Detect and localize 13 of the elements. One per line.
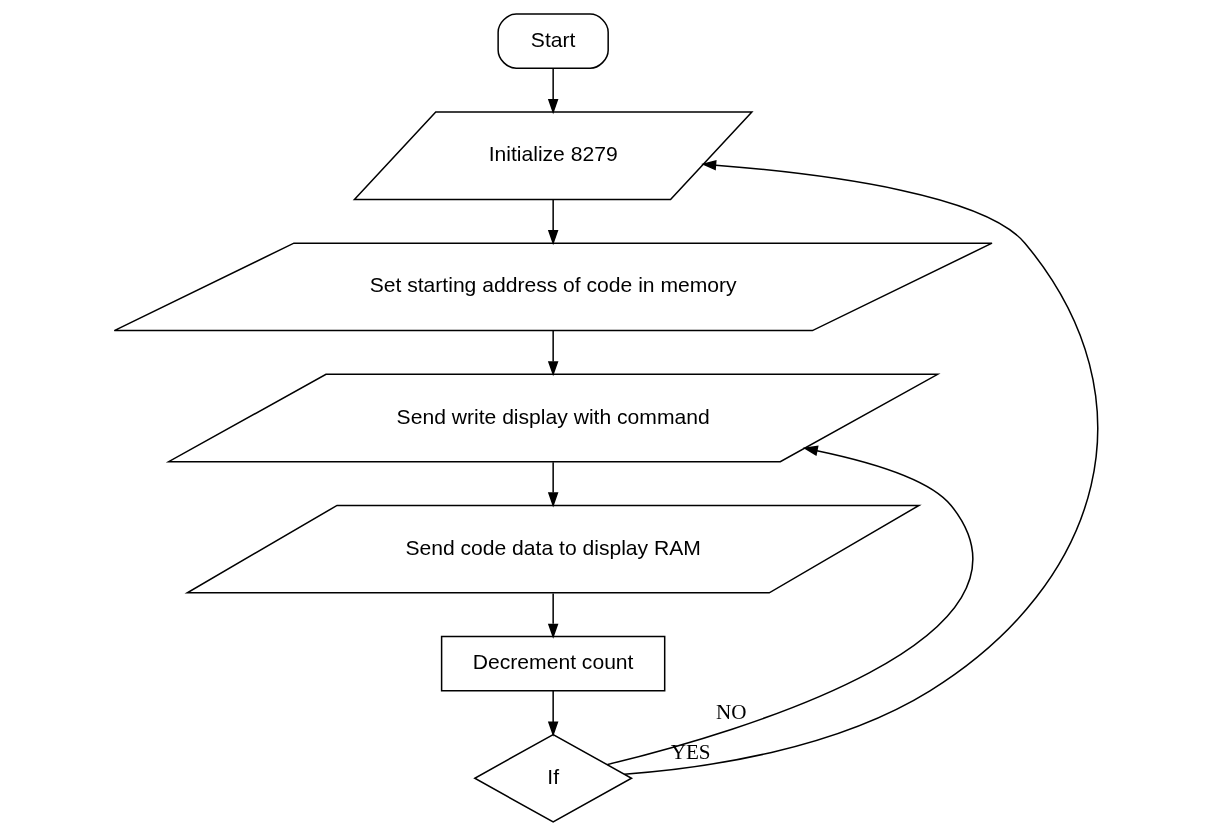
arrow — [623, 159, 1098, 775]
arrow — [606, 445, 973, 766]
node-box: Decrement count — [440, 635, 665, 692]
edge-label: NO — [715, 699, 747, 724]
node-diamond: If — [472, 733, 633, 823]
arrow — [547, 690, 558, 737]
arrow — [547, 199, 558, 246]
arrow — [547, 461, 558, 508]
arrow — [547, 67, 558, 115]
node-box: Start — [496, 13, 609, 70]
edge-label: YES — [670, 739, 711, 764]
arrow — [547, 330, 558, 377]
arrow — [547, 592, 558, 639]
